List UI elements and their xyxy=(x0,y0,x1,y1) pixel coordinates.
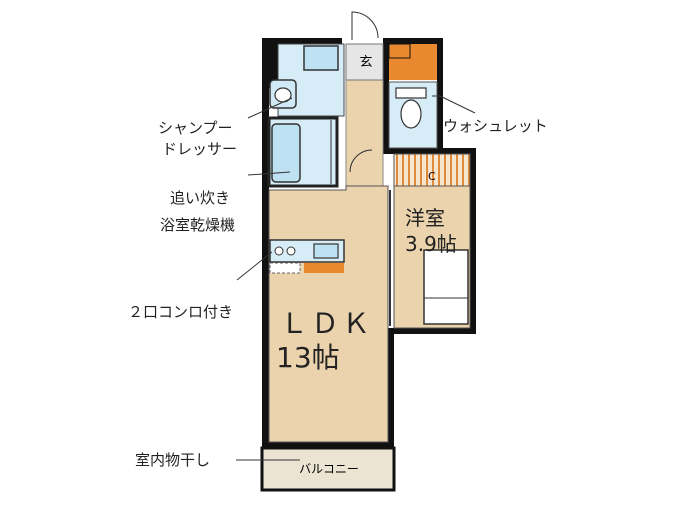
toilet-bowl-icon xyxy=(400,99,422,129)
closet xyxy=(393,153,471,187)
indoor-drying-label: 室内物干し xyxy=(135,451,211,469)
corridor-door-swing xyxy=(349,149,373,173)
fridge-space xyxy=(269,262,301,274)
stove-label: ２口コンロ付き xyxy=(128,303,234,321)
ldk-name-label: ＬＤＫ xyxy=(280,307,374,340)
toilet-tank xyxy=(395,87,427,99)
balcony-label: バルコニー xyxy=(299,462,359,476)
kitchen-sink xyxy=(313,243,339,259)
bathtub xyxy=(271,123,301,183)
outer-walls xyxy=(262,38,476,448)
shampoo-dresser-label-line2: ドレッサー xyxy=(162,140,238,158)
entrance xyxy=(345,43,384,81)
stove-burner-icon xyxy=(286,246,296,256)
bed xyxy=(423,249,469,325)
corridor xyxy=(345,79,384,191)
callout-lines xyxy=(236,95,476,461)
western-room-size-label: 3.9帖 xyxy=(405,232,457,256)
reheat-label-line2: 浴室乾燥機 xyxy=(160,216,236,234)
stove-burner-icon xyxy=(274,246,284,256)
shampoo-dresser-label-line1: シャンプー xyxy=(158,119,233,137)
toilet-storage-notch xyxy=(388,43,411,59)
ldk-size-label: 13帖 xyxy=(276,341,340,374)
washing-machine-pan xyxy=(303,45,339,71)
entrance-door-swing xyxy=(351,11,379,40)
entrance-label: 玄 xyxy=(359,55,372,70)
washlet-label: ウォシュレット xyxy=(443,117,548,135)
closet-label: C xyxy=(428,170,436,183)
western-room-name-label: 洋室 xyxy=(405,206,445,230)
reheat-label-line1: 追い炊き xyxy=(170,189,231,207)
kitchen-cabinet xyxy=(304,263,344,273)
